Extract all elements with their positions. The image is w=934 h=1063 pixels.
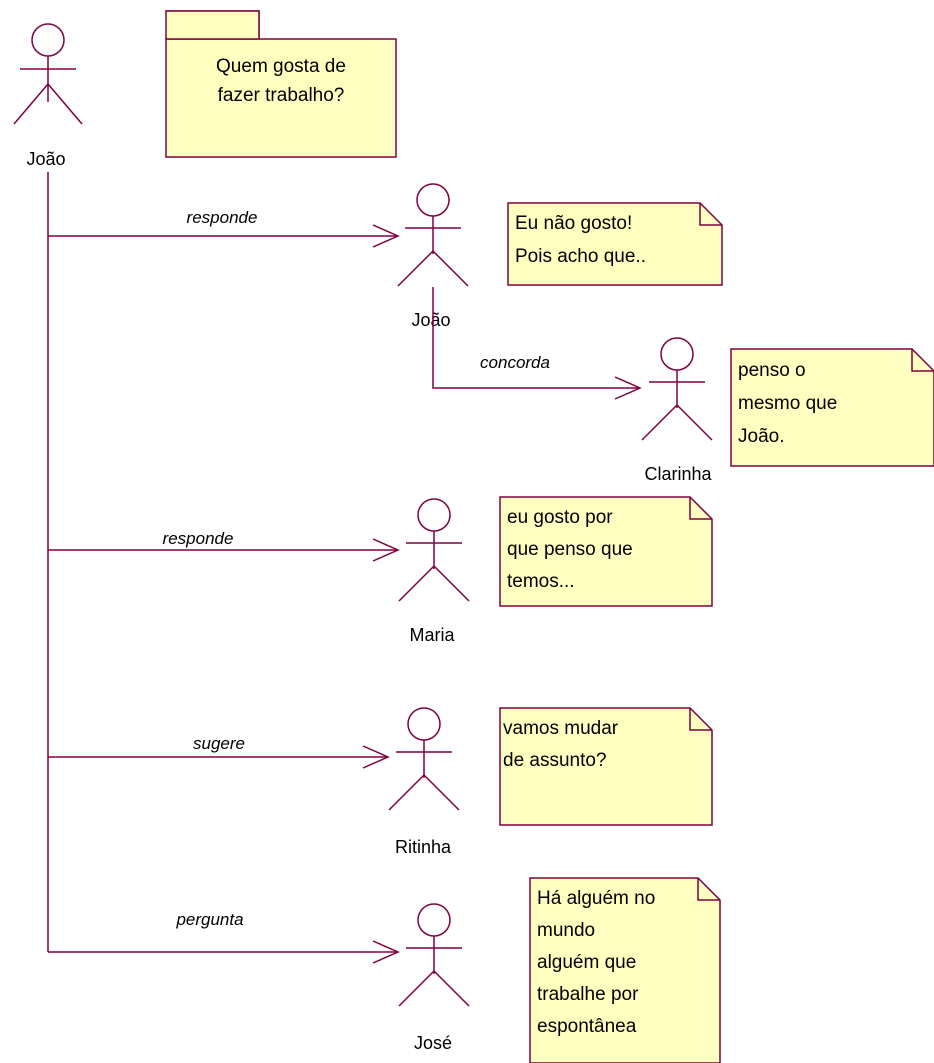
note-jose-line-2: mundo <box>537 920 595 941</box>
note-clarinha-line-1: penso o <box>738 360 806 381</box>
note-jose-line-5: espontânea <box>537 1016 637 1037</box>
note-maria-line-1: eu gosto por <box>507 507 613 528</box>
actor-label-jose: José <box>414 1033 452 1053</box>
edge-pergunta-jose[interactable]: pergunta <box>48 910 400 964</box>
actor-head <box>31 23 65 57</box>
note-joao-line-2: Pois acho que.. <box>515 246 646 267</box>
actor-head <box>417 498 451 532</box>
note-joao-line-1: Eu não gosto! <box>515 213 632 234</box>
note-maria[interactable]: eu gosto por que penso que temos... <box>499 496 713 607</box>
note-ritinha[interactable]: vamos mudar de assunto? <box>499 707 713 826</box>
actor-label-joao-main: João <box>26 149 65 169</box>
actor-jose[interactable]: José <box>398 903 470 1053</box>
actor-ritinha[interactable]: Ritinha <box>388 707 460 857</box>
edge-concorda-clarinha[interactable]: concorda <box>432 287 642 400</box>
note-jose-line-1: Há alguém no <box>537 888 655 909</box>
actor-head <box>416 183 450 217</box>
edge-responde-joao[interactable]: responde <box>48 208 400 248</box>
note-clarinha[interactable]: penso o mesmo que João. <box>730 348 934 467</box>
edge-sugere-ritinha[interactable]: sugere <box>48 734 390 769</box>
package-text-line-2: fazer trabalho? <box>218 85 345 106</box>
edge-label-responde-1: responde <box>187 208 258 227</box>
note-jose[interactable]: Há alguém no mundo alguém que trabalhe p… <box>529 877 721 1063</box>
edge-label-sugere: sugere <box>193 734 245 753</box>
note-ritinha-line-1: vamos mudar <box>503 718 619 739</box>
package-text-line-1: Quem gosta de <box>216 56 346 77</box>
actor-label-clarinha: Clarinha <box>644 464 712 484</box>
edge-label-responde-2: responde <box>163 529 234 548</box>
edge-responde-maria[interactable]: responde <box>48 529 400 562</box>
actor-head <box>660 337 694 371</box>
note-clarinha-line-2: mesmo que <box>738 393 837 414</box>
package-box[interactable]: Quem gosta de fazer trabalho? <box>165 10 397 158</box>
note-ritinha-line-2: de assunto? <box>503 750 607 771</box>
edge-label-concorda: concorda <box>480 353 550 372</box>
actor-joao-main[interactable]: João <box>13 23 83 169</box>
actor-head <box>407 707 441 741</box>
actor-maria[interactable]: Maria <box>398 498 470 645</box>
actor-label-ritinha: Ritinha <box>395 837 452 857</box>
actor-joao[interactable]: João <box>397 183 469 330</box>
actor-label-joao: João <box>411 310 450 330</box>
package-body <box>165 38 397 158</box>
note-joao[interactable]: Eu não gosto! Pois acho que.. <box>507 202 723 286</box>
actor-label-maria: Maria <box>409 625 455 645</box>
note-clarinha-line-3: João. <box>738 426 784 447</box>
note-jose-line-4: trabalhe por <box>537 984 639 1005</box>
note-jose-line-3: alguém que <box>537 952 636 973</box>
actor-head <box>417 903 451 937</box>
note-maria-line-2: que penso que <box>507 539 633 560</box>
actor-clarinha[interactable]: Clarinha <box>641 337 713 484</box>
note-maria-line-3: temos... <box>507 571 575 592</box>
edge-label-pergunta: pergunta <box>175 910 243 929</box>
